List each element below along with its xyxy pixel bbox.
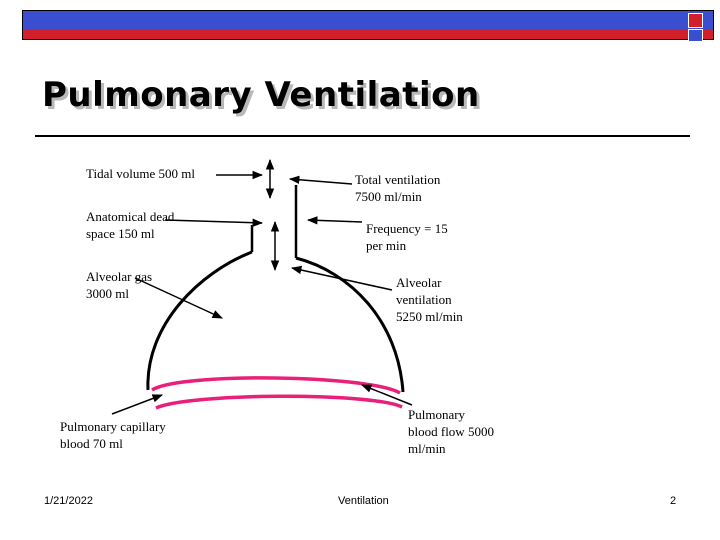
frequency-arrow xyxy=(306,216,363,225)
tidal-volume-label: Tidal volume 500 ml xyxy=(86,166,195,181)
dead-space-arrow xyxy=(164,218,264,227)
title-underline xyxy=(35,135,690,137)
alveolar-ventilation-label: Alveolar ventilation 5250 ml/min xyxy=(396,275,463,324)
alveolar-gas-arrow xyxy=(134,277,223,319)
pulmonary-blood-flow-label: Pulmonary blood flow 5000 ml/min xyxy=(408,407,494,456)
alveolar-gas-label: Alveolar gas 3000 ml xyxy=(86,269,153,301)
capillary-blood-arrow xyxy=(111,394,163,415)
capillary-upper xyxy=(151,376,401,395)
total-ventilation-label: Total ventilation 7500 ml/min xyxy=(355,172,441,204)
anatomical-dead-space-label: Anatomical dead space 150 ml xyxy=(86,209,175,241)
footer-date: 1/21/2022 xyxy=(44,495,93,507)
alveolar-sac-outline-right xyxy=(295,256,405,393)
header-bar-red xyxy=(22,30,714,40)
alveolar-ventilation-arrow xyxy=(290,265,393,291)
alveolar-sac-outline xyxy=(146,250,253,391)
slide-title: Pulmonary Ventilation xyxy=(42,75,480,115)
total-ventilation-arrow xyxy=(288,175,353,185)
capillary-lower xyxy=(155,394,403,410)
header-checkbox-top xyxy=(688,13,703,28)
footer-center-text: Ventilation xyxy=(338,495,389,507)
header-checkbox-bottom xyxy=(688,29,703,42)
footer-page-number: 2 xyxy=(670,495,677,507)
pulmonary-capillary-blood-label: Pulmonary capillary blood 70 ml xyxy=(60,419,166,451)
frequency-label: Frequency = 15 per min xyxy=(366,221,448,253)
blood-flow-arrow xyxy=(361,384,413,406)
